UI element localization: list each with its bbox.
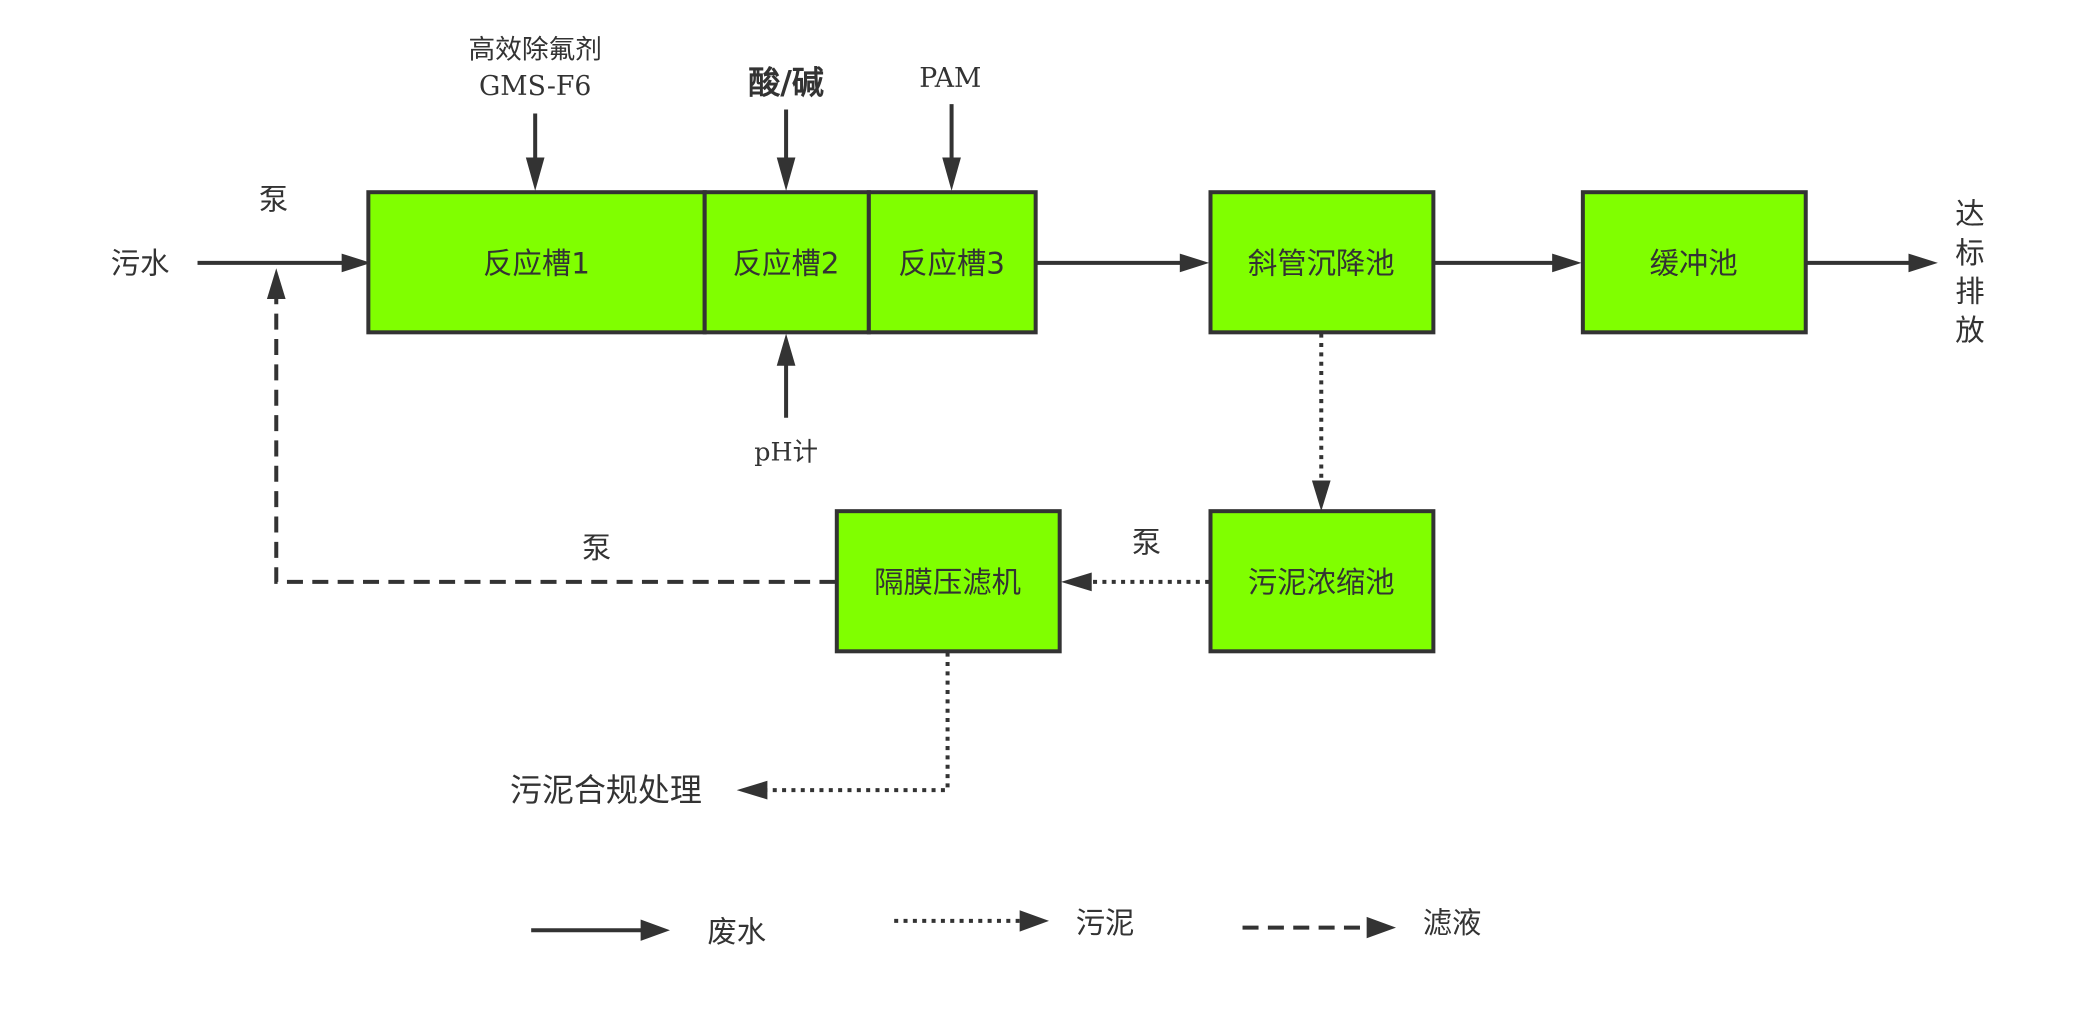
thickener-label: 污泥浓缩池	[1248, 566, 1395, 600]
legend-filtrate-arrowhead	[1366, 916, 1397, 939]
settling-label: 斜管沉降池	[1248, 247, 1395, 281]
filtrate-return-line	[274, 296, 836, 584]
filtrate-return-arrowhead	[266, 268, 286, 299]
legend-sludge-arrowhead	[1019, 910, 1050, 932]
agent-arrowhead	[525, 157, 545, 191]
pump-label-top: 泵	[259, 183, 288, 217]
pam-arrowhead	[942, 157, 961, 191]
thickener-box	[1208, 509, 1436, 654]
tank3-label: 反应槽3	[898, 247, 1005, 281]
discharge-char-2: 标	[1955, 236, 1984, 270]
pump-label-left: 泵	[582, 531, 611, 565]
pump-label-right: 泵	[1132, 526, 1161, 560]
legend-sludge-label: 污泥	[1076, 906, 1135, 940]
settling-to-buffer-arrowhead	[1552, 253, 1582, 273]
acid-base-arrowhead	[776, 157, 796, 191]
thickener-to-press-arrowhead	[1061, 572, 1092, 592]
wastewater-label: 污水	[111, 247, 170, 281]
press-to-disposal-line	[763, 652, 950, 793]
tank-to-settling-arrowhead	[1179, 253, 1210, 273]
settling-to-thickener-arrowhead	[1311, 480, 1331, 512]
legend-wastewater-label: 废水	[707, 915, 766, 949]
discharge-char-4: 放	[1955, 313, 1984, 347]
tank2-label: 反应槽2	[733, 247, 840, 281]
agent-label-line2: GMS-F6	[479, 71, 591, 102]
agent-label-line1: 高效除氟剂	[468, 35, 601, 66]
tank3-box	[866, 190, 1038, 335]
filter-press-box	[834, 509, 1062, 654]
acid-base-label: 酸/碱	[748, 63, 824, 101]
legend: 废水 污泥 滤液	[531, 906, 1481, 949]
discharge-char-3: 排	[1955, 275, 1984, 309]
pam-label: PAM	[919, 63, 981, 94]
filter-press-label: 隔膜压滤机	[874, 566, 1021, 600]
legend-filtrate-label: 滤液	[1423, 906, 1482, 940]
influent-arrowhead	[341, 253, 372, 273]
sludge-disposal-label: 污泥合规处理	[510, 771, 702, 809]
ph-arrowhead	[776, 333, 796, 366]
buffer-label: 缓冲池	[1650, 247, 1738, 281]
discharge-arrowhead	[1908, 253, 1938, 273]
tank1-label: 反应槽1	[483, 247, 590, 281]
ph-meter-label: pH计	[754, 436, 818, 466]
discharge-char-1: 达	[1955, 197, 1984, 231]
tank1-box	[366, 190, 707, 335]
press-to-disposal-arrowhead	[736, 780, 768, 800]
legend-wastewater-arrowhead	[640, 919, 670, 941]
settling-box	[1208, 190, 1436, 335]
